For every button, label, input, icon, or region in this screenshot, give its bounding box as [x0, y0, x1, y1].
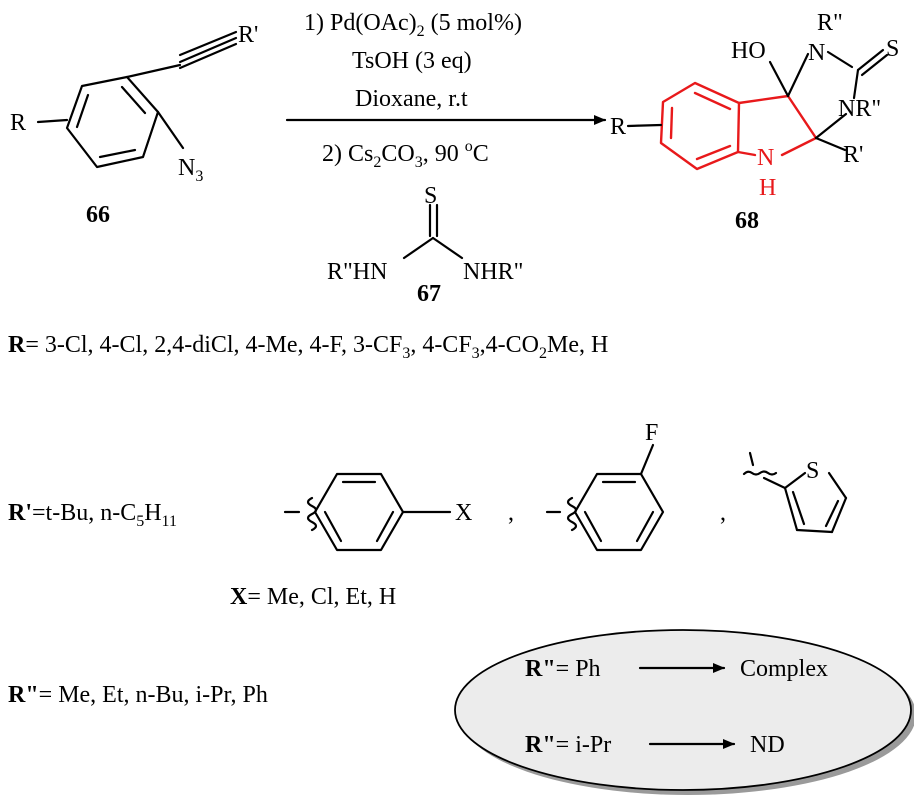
thiophene-sulfur-label: S: [806, 458, 819, 484]
compound-68-nh-h: H: [759, 175, 776, 201]
compound-68-number: 68: [735, 208, 759, 234]
r-definition: R= 3-Cl, 4-Cl, 2,4-diCl, 4-Me, 4-F, 3-CF…: [8, 332, 608, 362]
x-substituent-label: X: [455, 500, 472, 526]
compound-68-nh-n: N: [757, 145, 774, 171]
compound-66-r-label: R: [10, 110, 26, 136]
compound-66-rprime-label: R': [238, 22, 258, 48]
compound-68-hydroxyl-label: HO: [731, 38, 766, 64]
meta-fluorophenyl: [545, 443, 665, 552]
compound-66-azide-label: N3: [178, 155, 203, 185]
compound-68-n-top: N: [808, 40, 825, 66]
compound-68-r-double-prime-top: R": [817, 10, 843, 36]
compound-66-number: 66: [86, 202, 110, 228]
outcome-ph-result: Complex: [740, 656, 828, 682]
outcome-ipr-result: ND: [750, 732, 785, 758]
compound-67-s-label: S: [424, 183, 437, 209]
condition-step1: 1) Pd(OAc)2 (5 mol%): [304, 10, 522, 40]
outcome-ipr-condition: R"= i-Pr: [525, 732, 611, 758]
condition-step2: 2) Cs2CO3, 90 oC: [322, 138, 489, 171]
thiophen-2-yl: [742, 451, 848, 534]
separator-comma-1: ,: [508, 500, 514, 526]
compound-67-structure: [402, 203, 464, 260]
compound-67-left-amine: R"HN: [327, 259, 387, 285]
para-substituted-phenyl: [283, 472, 452, 552]
fluoro-label: F: [645, 420, 658, 446]
condition-reagent-tsoh: TsOH (3 eq): [352, 48, 472, 74]
x-definition: X= Me, Cl, Et, H: [230, 584, 396, 610]
compound-66-structure: [36, 30, 238, 169]
compound-68-nr-label: NR": [838, 96, 881, 122]
compound-68-rprime-label: R': [843, 142, 863, 168]
compound-67-right-amine: NHR": [463, 259, 523, 285]
condition-solvent: Dioxane, r.t: [355, 86, 468, 112]
compound-67-number: 67: [417, 281, 441, 307]
outcome-ph-condition: R"= Ph: [525, 656, 601, 682]
separator-comma-2: ,: [720, 500, 726, 526]
rdprime-definition: R"= Me, Et, n-Bu, i-Pr, Ph: [8, 682, 268, 708]
rprime-definition: R'=t-Bu, n-C5H11: [8, 500, 177, 530]
compound-68-indoline-core: [659, 81, 818, 171]
compound-68-s-label: S: [886, 36, 899, 62]
outcome-ellipse: [454, 629, 912, 791]
compound-68-imidazolidine: [626, 48, 889, 152]
compound-68-r-label: R: [610, 114, 626, 140]
